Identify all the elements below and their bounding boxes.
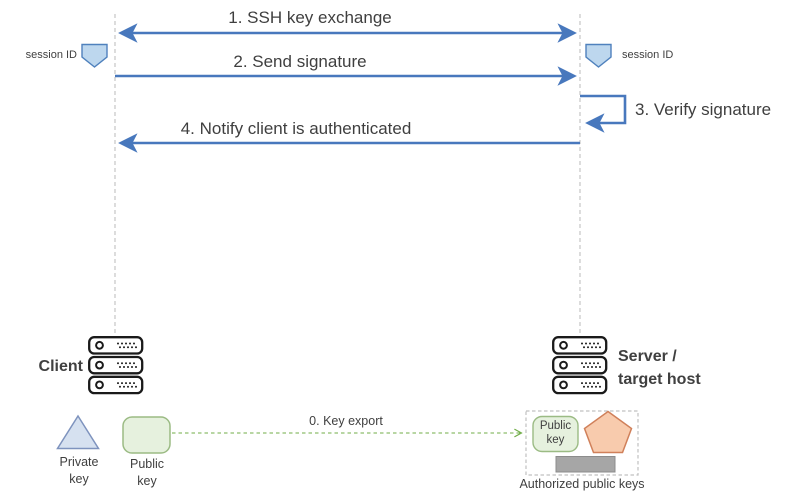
- message-label-ssh-key-exchange: 1. SSH key exchange: [228, 8, 392, 27]
- authorized-public-key-label: Public key: [539, 420, 572, 446]
- authorized-keys-caption: Authorized public keys: [519, 477, 645, 491]
- public-key-box-icon: [122, 416, 171, 454]
- key-export-label: 0. Key export: [309, 414, 383, 428]
- public-key-label: Public key: [129, 457, 165, 488]
- private-key-label: Private key: [59, 455, 99, 486]
- server-label-line1: Server /: [618, 348, 677, 365]
- server-label: Server / target host: [618, 345, 701, 391]
- client-label: Client: [38, 358, 83, 375]
- session-id-label-left: session ID: [25, 49, 77, 61]
- session-id-label-right: session ID: [622, 49, 674, 61]
- server-label-line2: target host: [618, 371, 701, 388]
- authorized-public-key-box-icon: [532, 415, 579, 453]
- message-label-notify-authenticated: 4. Notify client is authenticated: [180, 119, 412, 138]
- session-id-badge-icon: [585, 43, 612, 68]
- message-label-send-signature: 2. Send signature: [233, 52, 367, 71]
- key-list-bar-icon: [555, 456, 616, 473]
- client-server-stack-icon: [88, 336, 144, 395]
- private-key-triangle-icon: [56, 414, 100, 450]
- session-id-badge-icon: [81, 43, 108, 68]
- target-server-stack-icon: [552, 336, 608, 395]
- verify-signature-self-loop-arrow: [580, 94, 627, 133]
- host-key-pentagon-icon: [583, 410, 633, 454]
- message-label-verify-signature: 3. Verify signature: [635, 100, 772, 119]
